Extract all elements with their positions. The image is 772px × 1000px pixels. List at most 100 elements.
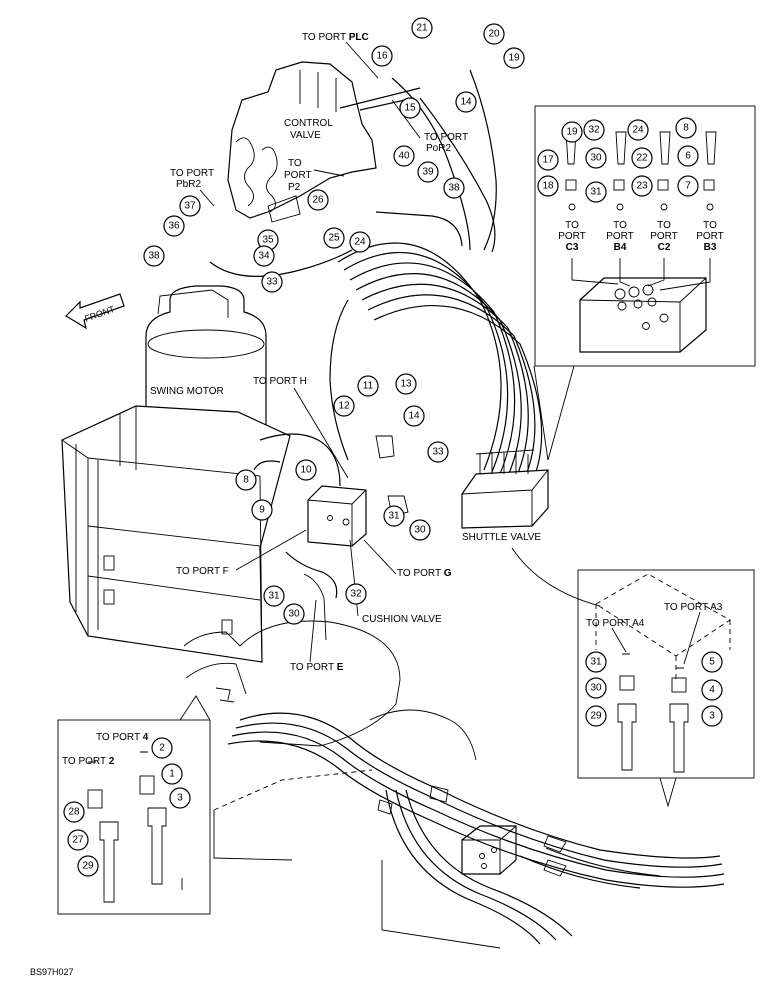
shuttle-port-labels: TO PORT C3 TO PORT B4 TO PORT C2 TO PORT…	[558, 220, 724, 253]
svg-text:24: 24	[632, 125, 644, 136]
callout-l2: 2	[151, 737, 173, 759]
svg-text:9: 9	[259, 505, 265, 516]
to-port-por2-label-1: TO PORT	[424, 132, 468, 143]
svg-text:11: 11	[363, 381, 374, 392]
svg-text:15: 15	[404, 103, 416, 114]
callout-10: 10	[295, 459, 317, 481]
svg-text:39: 39	[422, 167, 434, 178]
callout-11: 11	[357, 375, 379, 397]
callout-12: 12	[333, 395, 355, 417]
svg-text:TO PORT PLC: TO PORT PLC	[302, 32, 369, 43]
svg-text:3: 3	[709, 711, 715, 722]
svg-text:21: 21	[416, 23, 428, 34]
callout-30a: 30	[409, 519, 431, 541]
callout-31a: 31	[383, 505, 405, 527]
svg-text:35: 35	[262, 235, 274, 246]
port-2-4-detail-box: TO PORT 4 TO PORT 2	[57, 695, 211, 915]
svg-text:37: 37	[184, 201, 196, 212]
callout-d23: 23	[631, 175, 653, 197]
svg-text:26: 26	[312, 195, 324, 206]
to-port-pbr2-label-1: TO PORT	[170, 168, 214, 179]
callout-36: 36	[163, 215, 185, 237]
callout-9: 9	[251, 499, 273, 521]
svg-text:38: 38	[448, 183, 460, 194]
callout-r31: 31	[585, 651, 607, 673]
callout-l28: 28	[63, 801, 85, 823]
svg-text:TO PORT 4: TO PORT 4	[96, 732, 149, 743]
svg-text:31: 31	[268, 591, 280, 602]
svg-text:31: 31	[388, 511, 400, 522]
callout-d31: 31	[585, 181, 607, 203]
callout-d32: 32	[583, 119, 605, 141]
to-port-por2-label-2: PoR2	[426, 143, 451, 154]
svg-text:33: 33	[432, 447, 444, 458]
callout-d7: 7	[677, 175, 699, 197]
callout-14: 14	[455, 91, 477, 113]
callout-32: 32	[345, 583, 367, 605]
svg-text:28: 28	[68, 807, 80, 818]
svg-text:8: 8	[243, 475, 249, 486]
svg-text:25: 25	[328, 233, 340, 244]
svg-text:TO PORT G: TO PORT G	[397, 568, 452, 579]
svg-text:TO PORT 2: TO PORT 2	[62, 756, 115, 767]
callout-l3: 3	[169, 787, 191, 809]
port-b4-to: TO	[613, 220, 627, 231]
to-port-g-label: TO PORT	[397, 568, 444, 579]
callout-d30: 30	[585, 147, 607, 169]
callout-34: 34	[253, 245, 275, 267]
callout-8: 8	[235, 469, 257, 491]
to-port-pbr2-label-2: PbR2	[176, 179, 201, 190]
svg-text:30: 30	[288, 609, 300, 620]
to-port-p2-label-3: P2	[288, 182, 301, 193]
svg-text:2: 2	[159, 743, 165, 754]
callout-31b: 31	[263, 585, 285, 607]
callout-r29: 29	[585, 705, 607, 727]
svg-text:22: 22	[636, 153, 648, 164]
svg-text:13: 13	[400, 379, 412, 390]
callout-r5: 5	[701, 651, 723, 673]
svg-text:14: 14	[408, 411, 420, 422]
svg-text:18: 18	[542, 181, 554, 192]
to-port-2-bold: 2	[109, 756, 115, 767]
to-port-p2-label-1: TO	[288, 158, 302, 169]
svg-text:24: 24	[354, 237, 366, 248]
port-c3-port: PORT	[558, 231, 586, 242]
to-port-4-label: TO PORT	[96, 732, 143, 743]
to-port-f-label: TO PORT F	[176, 566, 229, 577]
to-port-p2-label-2: PORT	[284, 170, 312, 181]
port-c2-port: PORT	[650, 231, 678, 242]
to-port-plc-bold: PLC	[349, 32, 369, 43]
callout-38b: 38	[143, 245, 165, 267]
svg-text:16: 16	[376, 51, 388, 62]
swing-motor: SWING MOTOR	[145, 285, 267, 441]
svg-text:14: 14	[460, 97, 472, 108]
lower-assembly	[183, 620, 725, 949]
port-c2-name: C2	[658, 242, 671, 253]
svg-text:29: 29	[590, 711, 602, 722]
svg-text:30: 30	[590, 683, 602, 694]
to-port-a4-label: TO PORT A4	[586, 618, 645, 629]
port-b3-to: TO	[703, 220, 717, 231]
svg-text:8: 8	[683, 123, 689, 134]
svg-text:17: 17	[542, 155, 554, 166]
figure-id: BS97H027	[30, 967, 74, 977]
svg-text:6: 6	[685, 151, 691, 162]
svg-text:4: 4	[709, 685, 715, 696]
callout-r4: 4	[701, 679, 723, 701]
callout-37: 37	[179, 195, 201, 217]
callout-24: 24	[349, 231, 371, 253]
to-port-g-bold: G	[444, 568, 452, 579]
to-port-h-label: TO PORT H	[253, 376, 307, 387]
to-port-2-label: TO PORT	[62, 756, 109, 767]
callout-d8: 8	[675, 117, 697, 139]
cushion-valve-label: CUSHION VALVE	[362, 614, 442, 625]
svg-text:23: 23	[636, 181, 648, 192]
port-c2-to: TO	[657, 220, 671, 231]
svg-text:30: 30	[414, 525, 426, 536]
shuttle-valve: SHUTTLE VALVE	[461, 449, 549, 543]
front-arrow: FRONT	[65, 293, 125, 330]
callout-30b: 30	[283, 603, 305, 625]
svg-text:1: 1	[169, 769, 175, 780]
callout-20: 20	[483, 23, 505, 45]
